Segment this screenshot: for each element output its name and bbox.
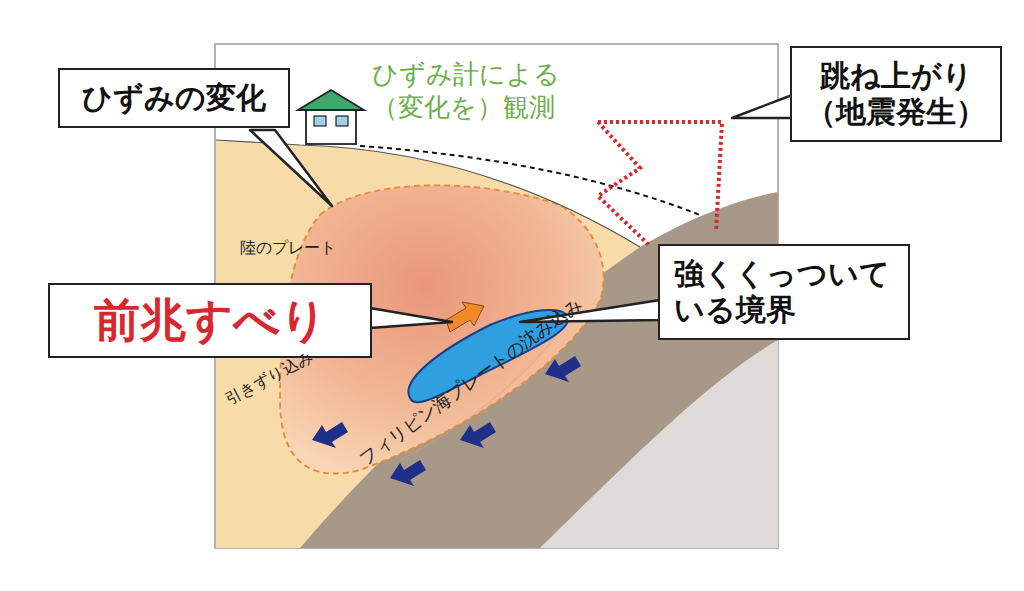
- subduction-arrows: [312, 356, 581, 486]
- callout-text: ひずみの変化: [74, 80, 274, 116]
- callout-text: 跳ね上がり（地震発生）: [804, 58, 988, 130]
- house-wall: [306, 108, 356, 144]
- part-label: 陸のプレート: [240, 238, 380, 258]
- surface-change-line: [360, 146, 700, 215]
- callout-tail: [370, 308, 452, 328]
- subduction-arrow: [390, 460, 426, 486]
- slip-arrow: [446, 302, 484, 332]
- callout-text: 前兆すべり: [64, 293, 356, 348]
- house-window: [336, 116, 348, 126]
- subduction-arrow: [545, 356, 581, 382]
- house-window: [314, 116, 326, 126]
- drag-arrow: [312, 422, 348, 448]
- annotation-text: ひずみ計による（変化を）観測: [372, 58, 572, 123]
- house-icon: [298, 90, 364, 144]
- rebound-outline: [598, 122, 722, 246]
- callout-tail: [250, 130, 332, 206]
- callout-box: 跳ね上がり（地震発生）: [790, 46, 1002, 142]
- callout-box: ひずみの変化: [58, 68, 290, 128]
- callout-box: 前兆すべり: [48, 283, 372, 358]
- callout-text: 強くくっついている境界: [674, 256, 894, 328]
- house-roof: [298, 90, 364, 110]
- subduction-arrow: [460, 422, 496, 448]
- callout-box: 強くくっついている境界: [658, 244, 910, 340]
